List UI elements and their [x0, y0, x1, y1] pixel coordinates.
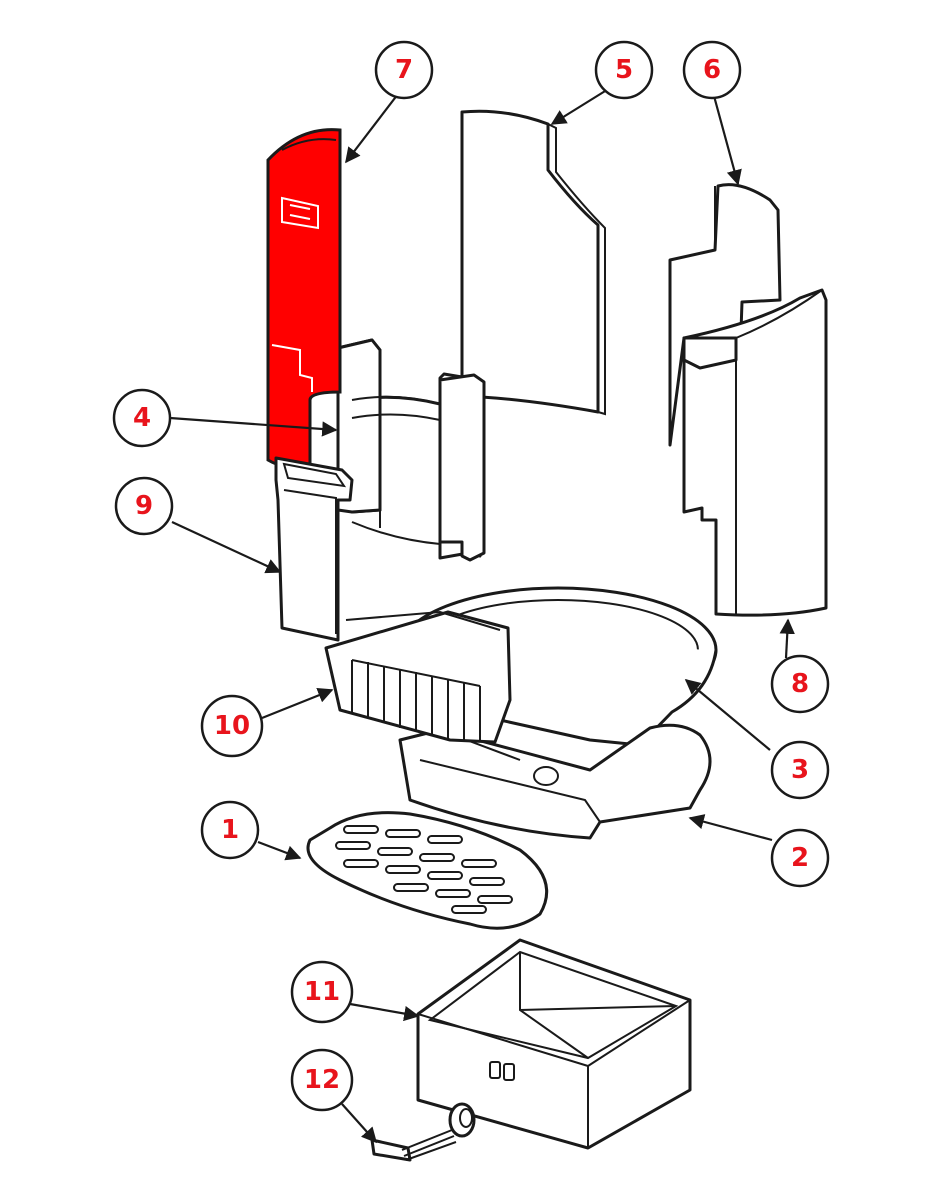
part-8-right-lower-liner[interactable] [682, 288, 828, 617]
callout-8: 8 [770, 654, 830, 714]
part-10-front-grate[interactable] [324, 610, 512, 744]
callout-1: 1 [200, 800, 260, 860]
callout-5: 5 [594, 40, 654, 100]
callout-3: 3 [770, 740, 830, 800]
part-7-highlighted-liner[interactable] [266, 128, 342, 472]
callout-7: 7 [374, 40, 434, 100]
callout-label-10: 10 [214, 711, 250, 741]
callout-2: 2 [770, 828, 830, 888]
callout-label-4: 4 [133, 403, 151, 433]
callout-label-12: 12 [304, 1065, 340, 1095]
callout-11: 11 [290, 960, 354, 1024]
leader-lines [169, 87, 795, 1144]
part-9-top-brick[interactable] [274, 456, 354, 642]
callout-6: 6 [682, 40, 742, 100]
callout-label-6: 6 [703, 55, 721, 85]
callout-label-9: 9 [135, 491, 153, 521]
part-11-ash-drawer[interactable] [416, 938, 692, 1150]
callout-10: 10 [200, 694, 264, 758]
callout-label-8: 8 [791, 669, 809, 699]
callout-label-1: 1 [221, 815, 239, 845]
part-4-side-liner[interactable] [336, 338, 486, 562]
callout-9: 9 [114, 476, 174, 536]
callout-12: 12 [290, 1048, 354, 1112]
part-12-handle-tool[interactable] [370, 1102, 476, 1162]
callout-label-3: 3 [791, 755, 809, 785]
callout-label-11: 11 [304, 977, 340, 1007]
callout-label-2: 2 [791, 843, 809, 873]
callout-label-7: 7 [395, 55, 413, 85]
callout-label-5: 5 [615, 55, 633, 85]
callout-4: 4 [112, 388, 172, 448]
part-1-grate-plate[interactable] [306, 811, 549, 930]
part-5-back-liner[interactable] [460, 109, 606, 416]
